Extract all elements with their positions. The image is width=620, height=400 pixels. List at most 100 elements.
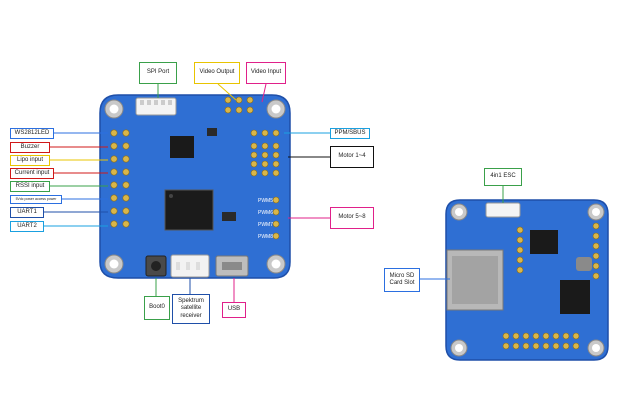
solder-pad <box>246 106 254 114</box>
solder-pad <box>516 246 524 254</box>
solder-pad <box>272 220 280 228</box>
solder-pad <box>261 129 269 137</box>
solder-pad <box>122 129 130 137</box>
solder-pad <box>512 332 520 340</box>
solder-pad <box>261 169 269 177</box>
solder-pad <box>516 266 524 274</box>
solder-pad <box>122 207 130 215</box>
small-component <box>207 128 217 136</box>
small-component <box>222 212 236 221</box>
usb-label: USB <box>222 302 246 318</box>
motor-pad-array <box>250 129 280 240</box>
flight-controller-bottom <box>445 199 609 361</box>
esc-connector <box>485 202 521 218</box>
bottom-pad-array <box>502 222 600 350</box>
solder-pad <box>272 196 280 204</box>
mounting-holes-left <box>104 99 286 274</box>
solder-pad <box>250 142 258 150</box>
solder-pad <box>562 342 570 350</box>
solder-pad <box>272 142 280 150</box>
leader-lines <box>44 83 504 302</box>
motor-5-8-label: Motor 5~8 <box>330 207 374 229</box>
video-output-label: Video Output <box>194 62 240 84</box>
solder-pad <box>224 106 232 114</box>
solder-pad <box>592 222 600 230</box>
solder-pad <box>122 168 130 176</box>
uart2-label: UART2 <box>10 221 44 232</box>
flight-controller-top: PWM5 PWM6 PWM7 PWM8 <box>99 94 291 279</box>
solder-pad <box>250 169 258 177</box>
left-pad-array <box>110 129 130 228</box>
rssi-input-label: RSSI input <box>10 181 50 192</box>
solder-pad <box>592 272 600 280</box>
lipo-input-label: Lipo input <box>10 155 50 166</box>
spektrum-label: Spektrum satellite receiver <box>172 294 210 324</box>
solder-pad <box>122 155 130 163</box>
silk-pwm7: PWM7 <box>258 222 273 228</box>
video-input-label: Video Input <box>246 62 286 84</box>
solder-pad <box>542 332 550 340</box>
esc-4in1-label: 4in1 ESC <box>484 168 522 186</box>
spi-connector <box>135 97 177 116</box>
board-left <box>99 94 291 279</box>
silk-pwm8: PWM8 <box>258 234 273 240</box>
solder-pad <box>110 168 118 176</box>
solder-pad <box>110 129 118 137</box>
current-input-label: Current input <box>10 168 54 179</box>
solder-pad <box>110 194 118 202</box>
solder-pad <box>235 106 243 114</box>
solder-pad <box>502 342 510 350</box>
solder-pad <box>272 151 280 159</box>
solder-pad <box>516 236 524 244</box>
solder-pad <box>250 151 258 159</box>
mounting-holes-right <box>450 203 605 357</box>
small-power-label: 5Vdc power access power <box>10 195 62 204</box>
regulator-chip <box>530 230 558 254</box>
solder-pad <box>110 220 118 228</box>
solder-pad <box>110 155 118 163</box>
solder-pad <box>110 181 118 189</box>
solder-pad <box>122 181 130 189</box>
solder-pad <box>572 332 580 340</box>
solder-pad <box>592 252 600 260</box>
silk-pwm5: PWM5 <box>258 198 273 204</box>
ppm-sbus-label: PPM/SBUS <box>330 128 370 139</box>
solder-pad <box>122 194 130 202</box>
silk-pwm6: PWM6 <box>258 210 273 216</box>
solder-pad <box>502 332 510 340</box>
micro-sd-label: Micro SD Card Slot <box>384 268 420 292</box>
solder-pad <box>562 332 570 340</box>
osd-chip <box>170 136 194 158</box>
solder-pad <box>272 160 280 168</box>
solder-pad <box>272 208 280 216</box>
buzzer-label: Buzzer <box>10 142 50 153</box>
solder-pad <box>592 262 600 270</box>
solder-pad <box>122 142 130 150</box>
solder-pad <box>592 242 600 250</box>
boot0-label: Boot0 <box>144 296 170 320</box>
solder-pad <box>532 342 540 350</box>
solder-pad <box>552 332 560 340</box>
motor-1-4-label: Motor 1~4 <box>330 146 374 168</box>
solder-pad <box>516 226 524 234</box>
solder-pad <box>122 220 130 228</box>
solder-pad <box>250 129 258 137</box>
top-pad-array <box>224 96 254 114</box>
solder-pad <box>572 342 580 350</box>
solder-pad <box>532 332 540 340</box>
solder-pad <box>272 129 280 137</box>
solder-pad <box>261 151 269 159</box>
solder-pad <box>522 332 530 340</box>
solder-pad <box>246 96 254 104</box>
solder-pad <box>512 342 520 350</box>
spi-connector-pins <box>140 100 172 105</box>
solder-pad <box>522 342 530 350</box>
ws2812led-label: WS2812LED <box>10 128 54 139</box>
solder-pad <box>261 160 269 168</box>
solder-pad <box>272 232 280 240</box>
mcu-chip <box>164 189 214 231</box>
board-right <box>445 199 609 361</box>
solder-pad <box>110 142 118 150</box>
solder-pad <box>261 142 269 150</box>
solder-pad <box>592 232 600 240</box>
